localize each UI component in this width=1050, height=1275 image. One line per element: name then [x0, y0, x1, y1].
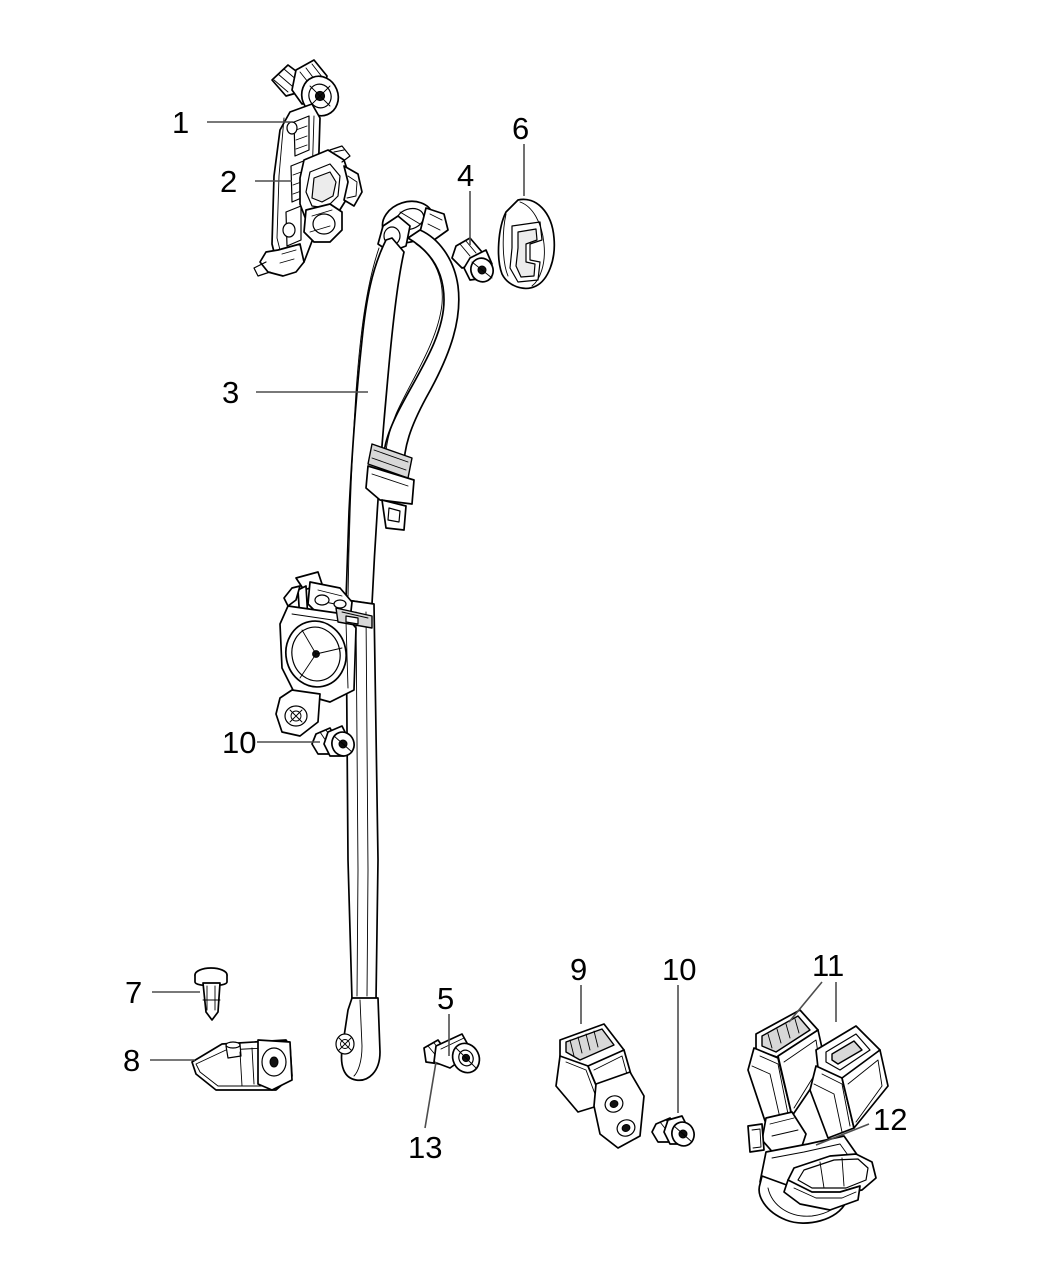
leader-lines: [150, 121, 870, 1146]
callout-number-5: 5: [437, 981, 455, 1016]
callout-number-12: 12: [873, 1102, 908, 1137]
callout-number-8: 8: [123, 1043, 141, 1078]
callout-number-13: 13: [408, 1130, 443, 1165]
leader-line-11: [788, 981, 823, 1023]
callout-number-10: 10: [662, 952, 697, 987]
part-retractor-assembly-center: [275, 571, 373, 737]
part-2-height-adjuster-slider: [299, 145, 363, 243]
part-12-buckle-boot-bezel: [783, 1153, 877, 1211]
part-8-lower-anchor-trim-cover: [191, 1039, 293, 1091]
part-7-push-pin-fastener: [194, 967, 228, 1021]
part-5-lower-anchor-bolt: [423, 1033, 481, 1074]
part-3-seat-belt-webbing: [335, 200, 460, 1082]
callout-number-7: 7: [125, 975, 143, 1010]
leader-line-12: [815, 1123, 870, 1146]
callout-number-2: 2: [220, 164, 238, 199]
part-6-shoulder-guide-cover: [497, 198, 556, 290]
part-10-buckle-mounting-bolt: [651, 1115, 695, 1147]
callout-number-1: 1: [172, 105, 190, 140]
callout-number-4: 4: [457, 158, 475, 193]
part-9-center-seat-belt-buckle: [555, 1023, 645, 1149]
part-4-shoulder-guide-screw: [451, 237, 494, 283]
callout-number-3: 3: [222, 375, 240, 410]
callout-number-6: 6: [512, 111, 530, 146]
part-10-retractor-mounting-bolt: [311, 725, 355, 757]
callout-number-11: 11: [812, 948, 845, 983]
callout-number-9: 9: [570, 952, 588, 987]
leader-line-13: [424, 1061, 437, 1129]
callout-number-10: 10: [222, 725, 257, 760]
